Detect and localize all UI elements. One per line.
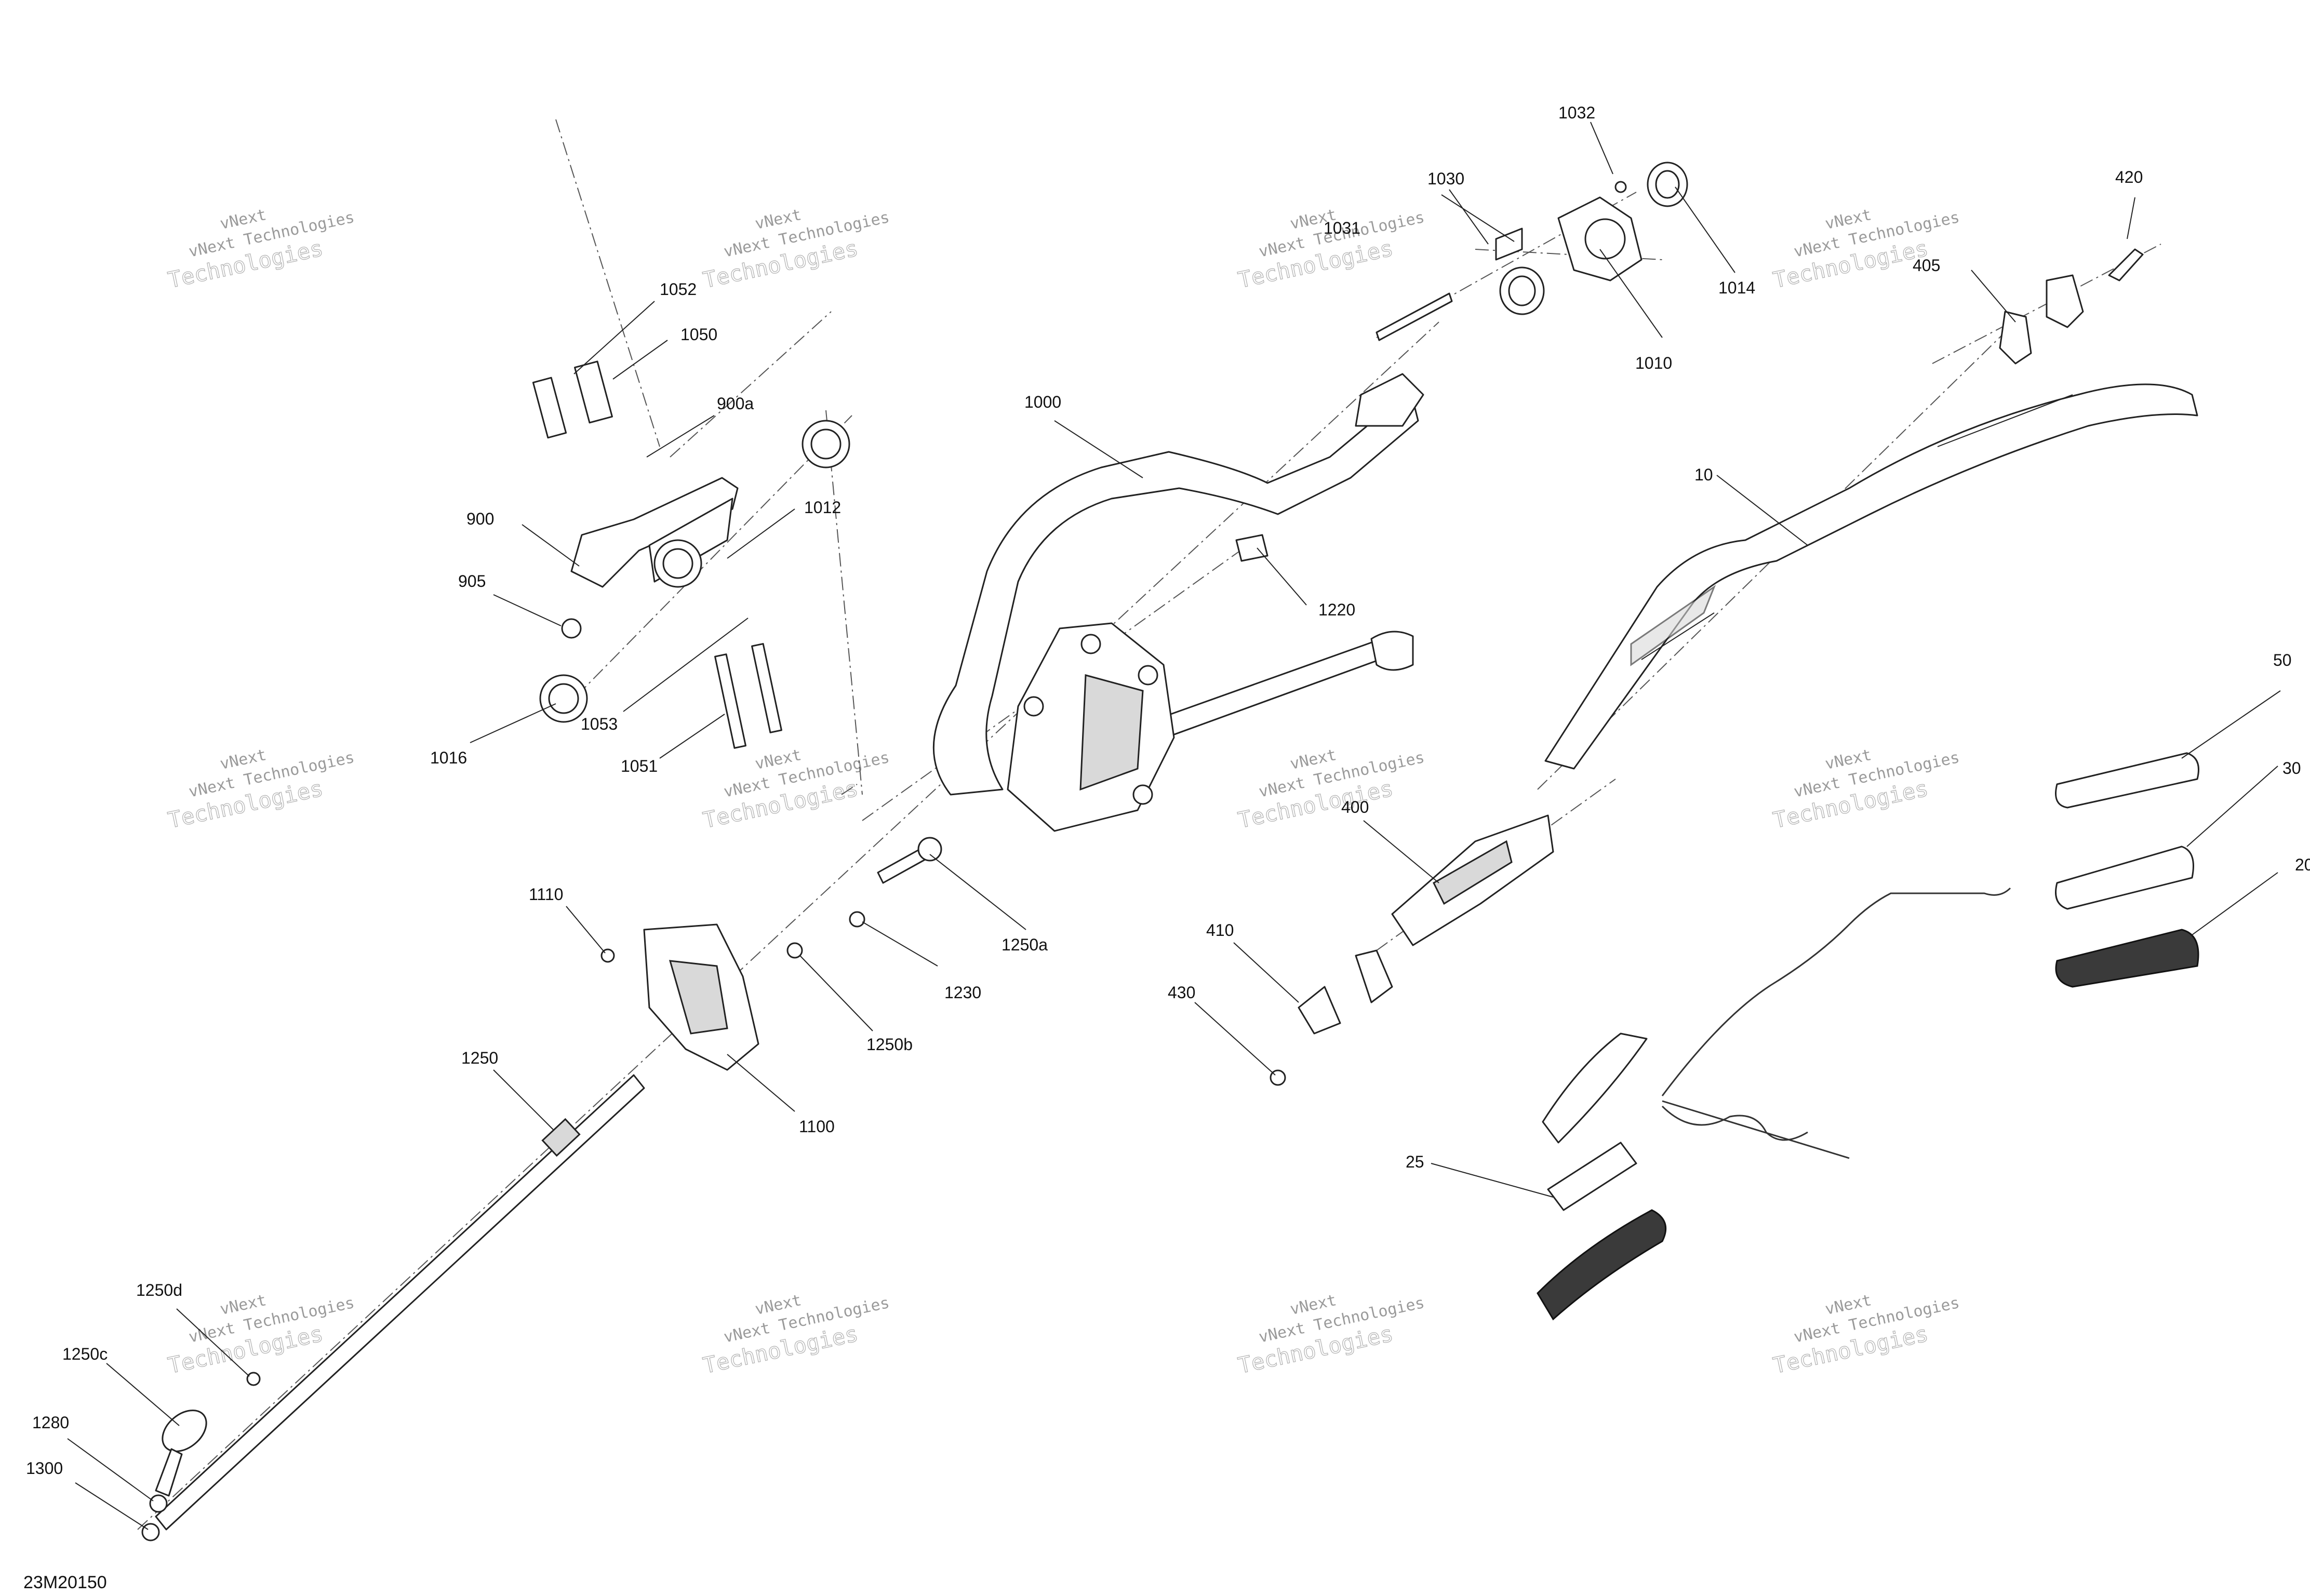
leader-lines [67, 122, 2281, 1530]
callout-1031: 1031 [1324, 219, 1360, 237]
callout-1052: 1052 [660, 280, 697, 299]
callout-1014: 1014 [1718, 278, 1755, 297]
callout-1050: 1050 [680, 325, 717, 344]
callout-1250b: 1250b [866, 1035, 913, 1054]
callout-1300: 1300 [26, 1459, 63, 1478]
callout-1250d: 1250d [136, 1281, 182, 1299]
part-handlebar-1000 [932, 373, 1424, 796]
part-clamp-405 [1999, 248, 2144, 365]
callout-1032: 1032 [1558, 103, 1595, 122]
callout-20: 20 [2295, 855, 2310, 874]
callout-1010: 1010 [1635, 354, 1672, 372]
part-console-cover-1000-plate [1007, 622, 1175, 832]
callout-1250a: 1250a [1002, 935, 1048, 954]
callout-900: 900 [466, 509, 494, 528]
part-shaft-1250 [141, 1074, 645, 1541]
callout-1016: 1016 [430, 748, 467, 767]
callout-25: 25 [1406, 1152, 1424, 1171]
callout-1053: 1053 [581, 715, 618, 733]
callout-10: 10 [1694, 465, 1713, 484]
callout-1250: 1250 [461, 1049, 498, 1067]
part-housing-1100 [600, 923, 803, 1071]
part-rod-end-1250a [849, 837, 942, 928]
callout-410: 410 [1206, 921, 1234, 940]
callout-420: 420 [2115, 168, 2143, 186]
callout-1030: 1030 [1427, 169, 1464, 188]
part-clamp-1010 [1376, 162, 1688, 341]
callout-30: 30 [2282, 759, 2301, 777]
callout-1250c: 1250c [62, 1345, 108, 1363]
part-wire-harness [1661, 887, 2011, 1159]
callout-1051: 1051 [621, 757, 658, 775]
callout-50: 50 [2273, 651, 2292, 669]
part-grip-50-30-20 [1537, 752, 2199, 1321]
callout-905: 905 [458, 572, 486, 591]
part-handlebar-10 [1544, 383, 2198, 770]
callout-1000: 1000 [1024, 393, 1061, 411]
callout-1230: 1230 [944, 983, 981, 1002]
diagram-code: 23M20150 [23, 1573, 107, 1592]
callout-400: 400 [1341, 798, 1369, 816]
callout-1280: 1280 [32, 1413, 69, 1432]
callout-405: 405 [1913, 256, 1940, 275]
assembly-chain-lines [137, 119, 2161, 1530]
callout-1220: 1220 [1318, 600, 1355, 619]
part-support-400 [1270, 814, 1554, 1086]
callout-1100: 1100 [799, 1117, 835, 1136]
part-bracket-900 [532, 360, 850, 749]
callout-1012: 1012 [804, 498, 841, 517]
callout-labels: 1032 1030 1031 1014 1010 420 405 1052 10… [26, 103, 2310, 1478]
callout-900a: 900a [717, 394, 754, 413]
callout-1110: 1110 [529, 885, 563, 904]
callout-430: 430 [1168, 983, 1195, 1002]
